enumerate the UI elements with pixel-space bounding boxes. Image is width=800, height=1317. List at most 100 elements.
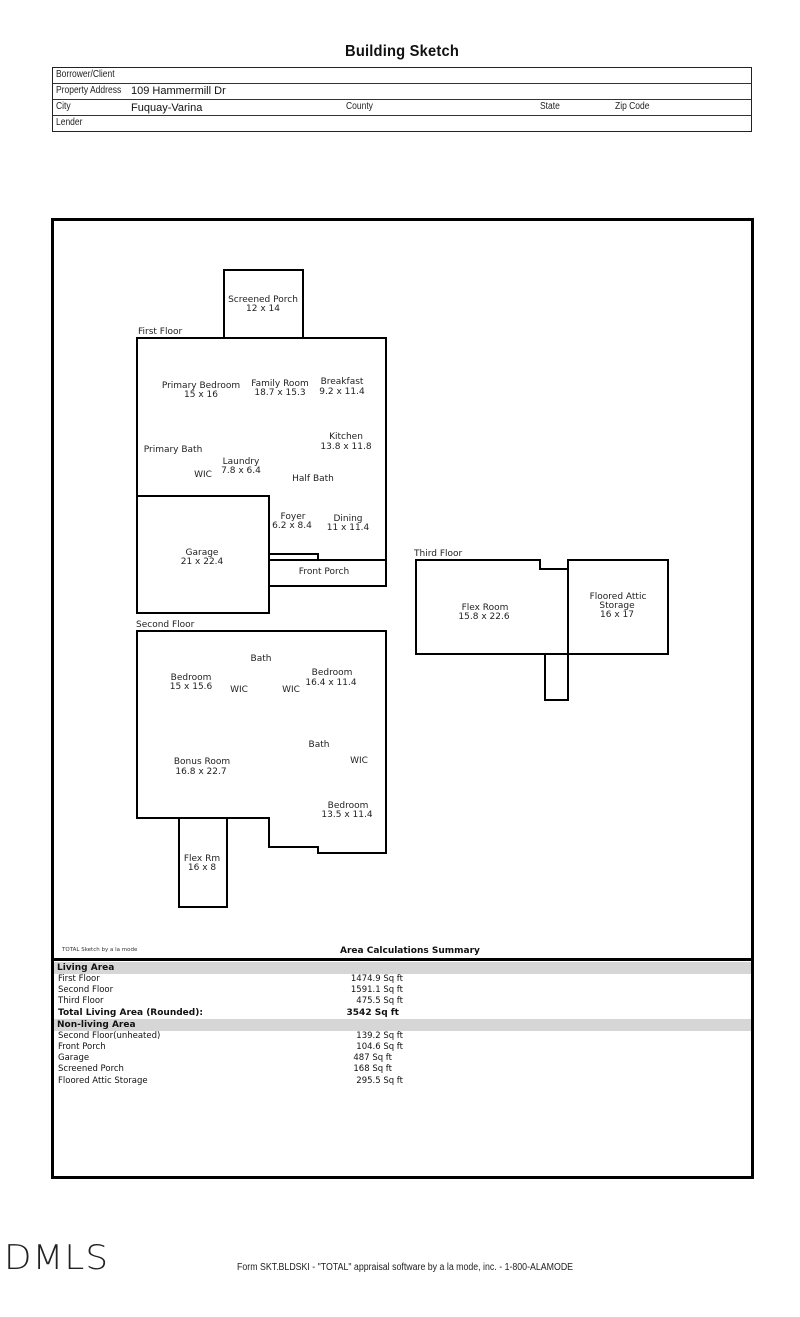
room-bedroom-3-dims: 16.4 x 11.4 <box>305 678 356 688</box>
room-flex-rm-name: Flex Rm <box>184 854 220 864</box>
room-foyer-name: Foyer <box>281 512 306 522</box>
row-label: Front Porch <box>58 1041 106 1052</box>
room-bath-upper-2-name: Bath <box>309 740 330 750</box>
row-value: 487 Sq ft <box>353 1053 392 1064</box>
row-label: Garage <box>58 1053 90 1064</box>
room-wic-2b-name: WIC <box>282 685 300 695</box>
area-summary-title: Area Calculations Summary <box>340 946 480 956</box>
room-wic-2a-name: WIC <box>230 685 248 695</box>
room-attic-name-line1: Floored Attic <box>590 592 647 602</box>
room-bath-upper-1-name: Bath <box>251 654 272 664</box>
room-front-porch-name: Front Porch <box>299 567 349 577</box>
room-attic-dims: 16 x 17 <box>600 610 634 620</box>
room-family-room-dims: 18.7 x 15.3 <box>254 388 305 398</box>
room-breakfast-name: Breakfast <box>321 377 364 387</box>
property-header-table: Borrower/Client Property Address 109 Ham… <box>52 67 752 132</box>
room-garage-name: Garage <box>186 548 219 558</box>
page-title: Building Sketch <box>345 43 459 60</box>
room-primary-bedroom-dims: 15 x 16 <box>184 390 218 400</box>
dmls-logo: DMLS <box>4 1238 110 1278</box>
room-half-bath-name: Half Bath <box>292 474 334 484</box>
room-wic-first-name: WIC <box>194 470 212 480</box>
row-label: Floored Attic Storage <box>58 1075 148 1086</box>
total-value: 3542 Sq ft <box>346 1007 399 1018</box>
lender-label: Lender <box>56 117 83 128</box>
room-flex-room-dims: 15.8 x 22.6 <box>458 612 509 622</box>
zip-label: Zip Code <box>615 101 650 112</box>
flex-rm-outline <box>178 817 228 908</box>
row-value: 168 Sq ft <box>353 1064 392 1075</box>
sketch-credit: TOTAL Sketch by a la mode <box>62 947 138 953</box>
table-row: Second Floor(unheated) 139.2 Sq ft <box>54 1031 751 1042</box>
address-value: 109 Hammermill Dr <box>131 85 226 97</box>
form-footer-text: Form SKT.BLDSKI - "TOTAL" appraisal soft… <box>237 1262 574 1273</box>
sketch-frame <box>51 218 754 1179</box>
city-label: City <box>56 101 71 112</box>
table-row: Front Porch 104.6 Sq ft <box>54 1042 751 1053</box>
room-bedroom-2-dims: 15 x 15.6 <box>170 682 213 692</box>
room-flex-rm-dims: 16 x 8 <box>188 863 217 873</box>
room-screened-porch-name: Screened Porch <box>228 295 298 305</box>
lender-row: Lender <box>53 116 751 131</box>
nonliving-area-header: Non-living Area <box>54 1018 751 1031</box>
table-row: Third Floor 475.5 Sq ft <box>54 996 751 1007</box>
row-label: Third Floor <box>58 996 104 1007</box>
room-bedroom-4-name: Bedroom <box>328 801 369 811</box>
table-row: Screened Porch 168 Sq ft <box>54 1064 751 1075</box>
row-value: 1474.9 Sq ft <box>350 974 403 984</box>
row-value: 1591.1 Sq ft <box>350 985 403 996</box>
room-kitchen-name: Kitchen <box>329 432 363 442</box>
row-label: Screened Porch <box>58 1064 124 1075</box>
room-foyer-dims: 6.2 x 8.4 <box>272 521 312 531</box>
table-row: Floored Attic Storage 295.5 Sq ft <box>54 1076 751 1087</box>
row-value: 475.5 Sq ft <box>356 996 403 1007</box>
room-flex-room-name: Flex Room <box>462 603 509 613</box>
room-primary-bedroom-name: Primary Bedroom <box>162 381 240 391</box>
room-kitchen-dims: 13.8 x 11.8 <box>320 442 371 452</box>
row-label: Second Floor <box>58 985 114 996</box>
total-label: Total Living Area (Rounded): <box>58 1007 203 1018</box>
floor-label-second: Second Floor <box>136 620 195 630</box>
borrower-row: Borrower/Client <box>53 68 751 84</box>
area-calculations-table: Living Area First Floor 1474.9 Sq ft Sec… <box>54 962 751 1087</box>
third-floor-tail-outline <box>544 654 569 701</box>
room-bonus-room-dims: 16.8 x 22.7 <box>175 767 226 777</box>
borrower-label: Borrower/Client <box>56 69 115 80</box>
room-dining-dims: 11 x 11.4 <box>327 523 370 533</box>
room-screened-porch-dims: 12 x 14 <box>246 304 280 314</box>
city-row: City Fuquay-Varina County State Zip Code <box>53 100 751 116</box>
room-bedroom-4-dims: 13.5 x 11.4 <box>321 810 372 820</box>
room-bedroom-3-name: Bedroom <box>312 668 353 678</box>
room-primary-bath-name: Primary Bath <box>144 445 203 455</box>
row-value: 104.6 Sq ft <box>356 1041 403 1052</box>
room-laundry-name: Laundry <box>223 457 260 467</box>
row-label: First Floor <box>58 974 100 984</box>
table-row: Second Floor 1591.1 Sq ft <box>54 985 751 996</box>
room-breakfast-dims: 9.2 x 11.4 <box>319 387 365 397</box>
attic-storage-outline <box>567 559 669 655</box>
row-label: Second Floor(unheated) <box>58 1030 161 1041</box>
row-value: 295.5 Sq ft <box>356 1075 403 1086</box>
floor-label-first: First Floor <box>138 327 182 337</box>
total-row: Total Living Area (Rounded): 3542 Sq ft <box>54 1008 751 1019</box>
front-porch-outline <box>269 559 387 587</box>
summary-divider <box>51 958 754 961</box>
table-row: Garage 487 Sq ft <box>54 1053 751 1064</box>
garage-outline <box>136 495 270 614</box>
room-bedroom-2-name: Bedroom <box>171 673 212 683</box>
floor-plan-sketch: Screened Porch 12 x 14 Primary Bedroom 1… <box>136 269 669 908</box>
room-attic-name-line2: Storage <box>599 601 635 611</box>
county-label: County <box>346 101 373 112</box>
row-value: 139.2 Sq ft <box>356 1030 403 1041</box>
address-label: Property Address <box>56 85 122 96</box>
state-label: State <box>540 101 560 112</box>
room-family-room-name: Family Room <box>251 379 308 389</box>
living-area-header: Living Area <box>54 962 751 974</box>
room-wic-2c-name: WIC <box>350 756 368 766</box>
room-garage-dims: 21 x 22.4 <box>181 557 224 567</box>
table-row: First Floor 1474.9 Sq ft <box>54 974 751 985</box>
city-value: Fuquay-Varina <box>131 102 203 114</box>
room-dining-name: Dining <box>333 514 362 524</box>
address-row: Property Address 109 Hammermill Dr <box>53 84 751 100</box>
room-laundry-dims: 7.8 x 6.4 <box>221 466 261 476</box>
